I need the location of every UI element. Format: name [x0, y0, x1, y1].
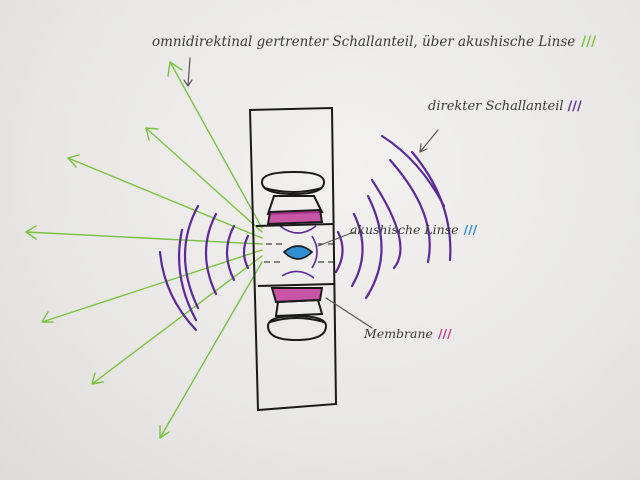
lower-magnet-line	[269, 317, 325, 323]
enclosure-outline	[248, 106, 338, 412]
lens-marks: ///	[464, 222, 478, 237]
purple-wave	[177, 228, 198, 322]
lens-chamber-bottom	[257, 283, 335, 287]
purple-wave	[158, 250, 198, 332]
omni-leader	[183, 57, 193, 87]
membrane-label: Membrane///	[363, 326, 452, 341]
purple-inner-arc	[279, 225, 317, 234]
omnidirectional-sound-arrows	[25, 61, 263, 439]
upper-basket	[266, 195, 324, 216]
lens-label: akushische Linse///	[350, 222, 478, 237]
purple-inner-arc	[281, 270, 315, 279]
acoustic-lens	[282, 245, 314, 260]
direct-label: direkter Schallanteil///	[428, 99, 582, 114]
green-arrow	[41, 249, 263, 323]
green-arrow	[67, 154, 263, 239]
green-arrow	[145, 127, 263, 233]
direct-sound-waves-left	[158, 204, 250, 332]
omni-label: omnidirektinal gertrenter Schallanteil, …	[152, 34, 596, 50]
direct-marks: ///	[568, 99, 582, 114]
purple-wave	[204, 212, 218, 296]
purple-wave	[370, 178, 402, 270]
direct-sound-waves-right	[334, 134, 452, 300]
omni-marks: ///	[581, 34, 596, 50]
membrane-marks: ///	[438, 326, 452, 341]
lens-chamber-top	[255, 223, 335, 227]
membrane-leader	[325, 297, 373, 329]
purple-wave	[350, 212, 364, 288]
purple-wave	[242, 234, 250, 270]
green-arrow	[25, 225, 263, 245]
lens-leader	[317, 231, 355, 247]
speaker-enclosure	[248, 106, 338, 412]
upper-membrane	[266, 208, 324, 226]
green-arrow	[159, 261, 263, 439]
near-field-dashes	[264, 225, 334, 279]
purple-wave	[225, 224, 236, 282]
lower-driver	[266, 287, 328, 342]
upper-magnet	[260, 170, 326, 196]
upper-magnet-line	[263, 187, 323, 193]
purple-wave	[380, 134, 446, 208]
purple-wave	[334, 230, 344, 274]
leader-lines	[183, 57, 439, 329]
lower-magnet	[266, 314, 328, 342]
green-arrow	[167, 61, 263, 229]
purple-wave	[364, 194, 383, 300]
purple-wave	[388, 158, 431, 264]
green-arrow	[91, 255, 263, 385]
lower-membrane	[270, 287, 324, 304]
direct-leader	[419, 129, 439, 153]
upper-driver	[260, 170, 326, 226]
lower-basket	[274, 298, 324, 318]
purple-wave	[184, 204, 200, 310]
purple-inner-arc	[311, 235, 318, 269]
